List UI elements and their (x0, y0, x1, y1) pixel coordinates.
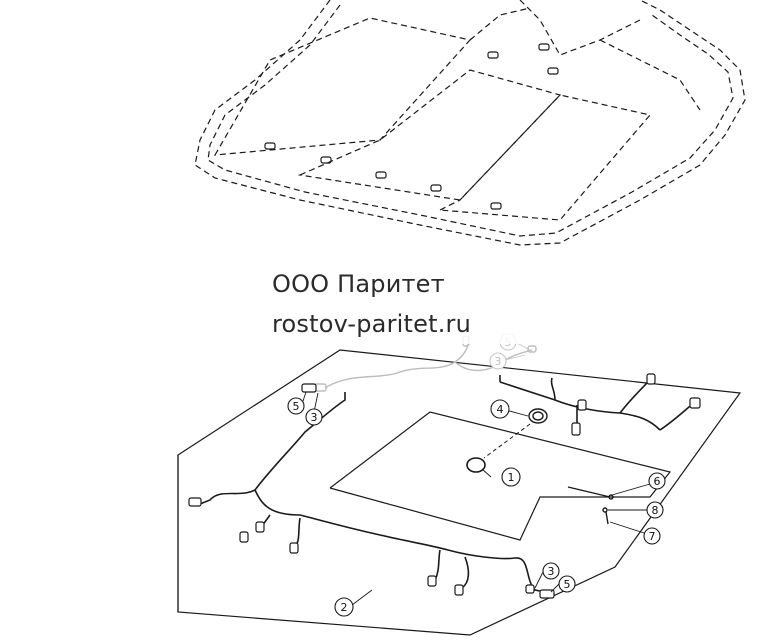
callout-leaders-faded (504, 342, 531, 361)
headliner-sheet (177, 349, 742, 636)
roof-panel-outline (194, 0, 746, 246)
callout-3-top: 3 (489, 352, 507, 370)
svg-text:5: 5 (564, 578, 571, 591)
svg-text:3: 3 (495, 355, 502, 368)
watermark-website: rostov-paritet.ru (272, 310, 472, 338)
loose-parts (567, 486, 614, 525)
wire-harness (199, 375, 696, 593)
callout-2: 2 (334, 597, 354, 617)
svg-text:7: 7 (649, 530, 656, 543)
harness-connectors (188, 373, 701, 599)
callout-8: 8 (646, 501, 664, 519)
callout-5-bottom: 5 (558, 575, 576, 593)
grommet-to-ring-leader (483, 423, 531, 459)
ring-part (466, 457, 486, 473)
callout-3-left: 3 (305, 408, 323, 426)
watermark-backdrop (252, 258, 552, 344)
svg-text:8: 8 (652, 504, 659, 517)
callout-3-bottom: 3 (542, 562, 560, 580)
grommet-part (528, 408, 548, 424)
callout-leaders (301, 391, 651, 606)
svg-text:3: 3 (311, 411, 318, 424)
svg-text:6: 6 (654, 475, 661, 488)
svg-text:1: 1 (508, 471, 515, 484)
callout-5-left: 5 (287, 397, 305, 415)
callout-6: 6 (648, 472, 666, 490)
callout-7: 7 (643, 527, 661, 545)
callout-1: 1 (501, 467, 521, 487)
watermark-company: ООО Паритет (272, 270, 445, 298)
svg-text:4: 4 (497, 403, 504, 416)
svg-text:5: 5 (293, 400, 300, 413)
svg-text:2: 2 (341, 601, 348, 614)
callout-4: 4 (490, 399, 510, 419)
roof-panel-clips (264, 43, 559, 210)
svg-text:3: 3 (548, 565, 555, 578)
